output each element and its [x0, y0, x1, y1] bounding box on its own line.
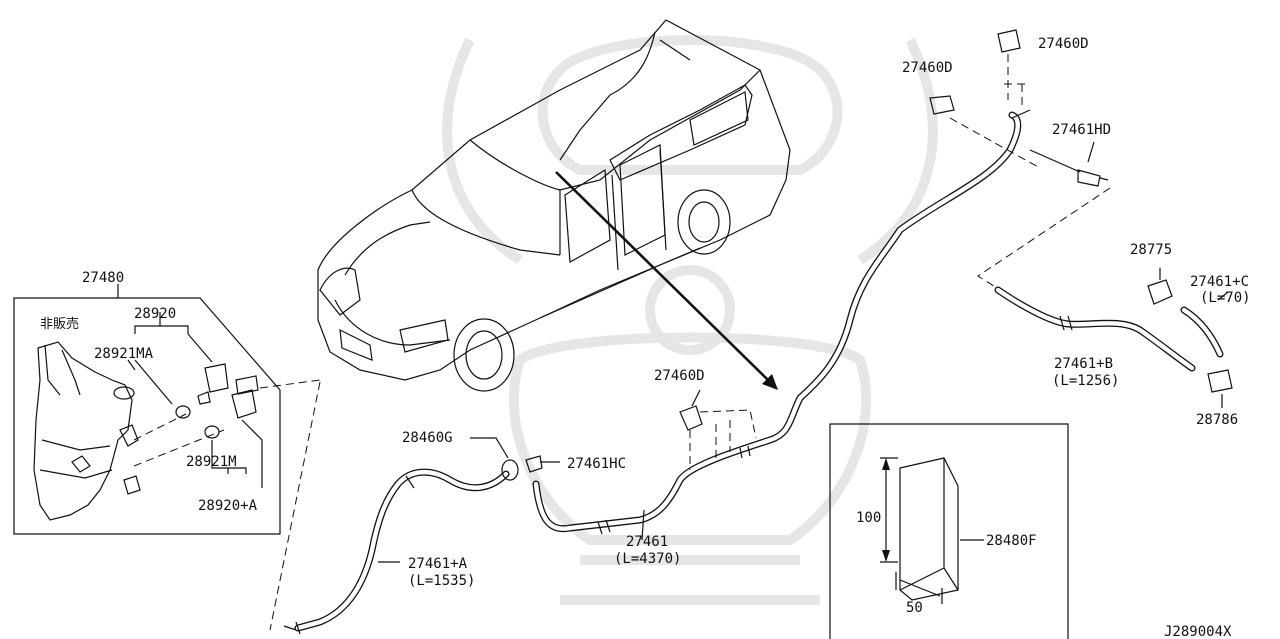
- callout-arrow: [555, 171, 769, 381]
- dimension-height-label: 100: [856, 510, 881, 526]
- label-28786: 28786: [1196, 412, 1238, 428]
- label-27461B: 27461+B: [1054, 356, 1113, 372]
- filter-box: [829, 423, 1069, 639]
- label-27480: 27480: [82, 270, 124, 286]
- label-27461A-length: (L=1535): [408, 573, 475, 589]
- label-27461A: 27461+A: [408, 556, 468, 572]
- label-28460G: 28460G: [402, 430, 453, 446]
- label-27460D-top-right: 27460D: [1038, 36, 1089, 52]
- reference-code: J289004X: [1164, 624, 1232, 639]
- arrow-head-icon: [762, 374, 778, 390]
- label-27461HD: 27461HD: [1052, 122, 1111, 138]
- label-27461B-length: (L=1256): [1052, 373, 1119, 389]
- reservoir-box: [13, 284, 321, 535]
- label-27461C: 27461+C: [1190, 274, 1249, 290]
- vehicle-outline: [317, 19, 791, 392]
- label-27461: 27461: [626, 534, 668, 550]
- label-not-sold: 非販売: [40, 316, 79, 332]
- label-28921MA: 28921MA: [94, 346, 154, 362]
- label-28920: 28920: [134, 306, 176, 322]
- label-28920A: 28920+A: [198, 498, 258, 514]
- label-27461-length: (L=4370): [614, 551, 681, 567]
- label-27460D-top-left: 27460D: [902, 60, 953, 76]
- label-28775: 28775: [1130, 242, 1172, 258]
- label-27460D-lower: 27460D: [654, 368, 705, 384]
- label-27461C-length: (L=70): [1200, 290, 1251, 306]
- dimension-width-label: 50: [906, 600, 923, 616]
- dashed-connector: [269, 381, 321, 631]
- label-28921M: 28921M: [186, 454, 237, 470]
- label-28480F: 28480F: [986, 533, 1037, 549]
- hose-27461A: [294, 468, 510, 632]
- label-27461HC: 27461HC: [567, 456, 626, 472]
- samurai-helmet-watermark: [442, 35, 938, 605]
